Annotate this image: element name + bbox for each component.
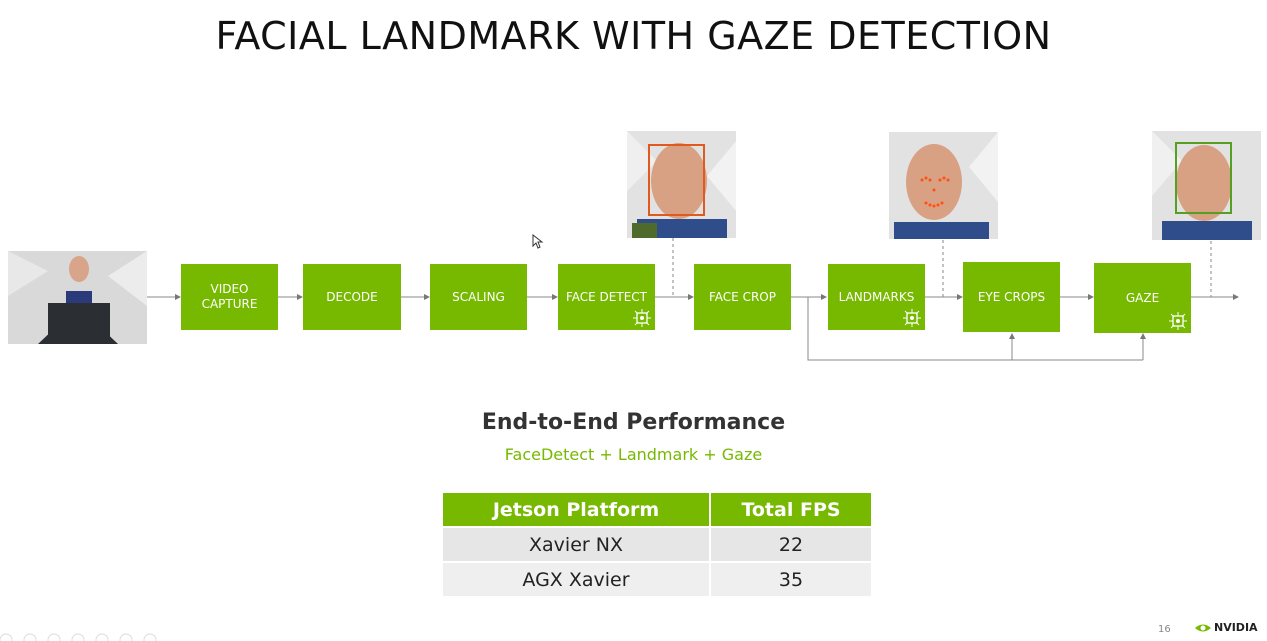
face-detect-preview-image [627,131,736,238]
landmarks-preview-image [889,132,998,239]
stage-eye-crops: EYE CROPS [963,262,1060,332]
stage-label: DECODE [326,289,378,304]
table-cell: Xavier NX [443,526,711,562]
neural-network-icon [1169,312,1187,330]
control-icon [143,633,157,641]
control-icon [95,633,109,641]
column-header: Total FPS [710,493,871,527]
table-header-row: Jetson Platform Total FPS [443,493,871,527]
stage-label: EYE CROPS [977,289,1046,304]
table-cell: 35 [710,561,871,596]
control-icon [23,633,37,641]
control-icon [47,633,61,641]
slide-title: FACIAL LANDMARK WITH GAZE DETECTION [215,14,1052,58]
performance-table: Jetson Platform Total FPS Xavier NX 22 A… [443,493,871,596]
stage-label: VIDEO [210,282,249,296]
brand-name: NVIDIA [1214,621,1258,634]
performance-heading: End-to-End Performance [481,410,786,435]
table-row: Xavier NX 22 [443,526,871,562]
control-icon [71,633,85,641]
neural-network-icon [633,309,651,327]
input-video-frame-image [8,251,147,344]
mouse-cursor-icon [532,234,544,249]
stage-label: LANDMARKS [838,289,915,304]
neural-network-icon [903,309,921,327]
stage-face-detect: FACE DETECT [558,264,655,330]
table-row: AGX Xavier 35 [443,561,871,596]
stage-face-crop: FACE CROP [694,264,791,330]
control-icon [119,633,133,641]
column-header: Jetson Platform [443,493,711,527]
stage-landmarks: LANDMARKS [828,264,925,330]
performance-subheading: FaceDetect + Landmark + Gaze [504,445,763,464]
table-cell: 22 [710,526,871,562]
nvidia-eye-icon [1195,624,1211,631]
stage-label: SCALING [452,289,505,304]
page-number: 16 [1158,624,1171,635]
stage-gaze: GAZE [1094,263,1191,333]
player-controls[interactable] [0,632,170,641]
stage-scaling: SCALING [430,264,527,330]
bypass-line [807,297,1143,361]
gaze-preview-image [1152,131,1261,240]
stage-label: GAZE [1125,290,1160,305]
stage-label: FACE DETECT [565,289,648,304]
stage-label: CAPTURE [201,297,258,311]
stage-label: FACE CROP [709,289,776,304]
table-cell: AGX Xavier [443,561,711,596]
control-icon [0,633,13,641]
stage-decode: DECODE [303,264,401,330]
nvidia-logo: NVIDIA [1194,621,1258,634]
